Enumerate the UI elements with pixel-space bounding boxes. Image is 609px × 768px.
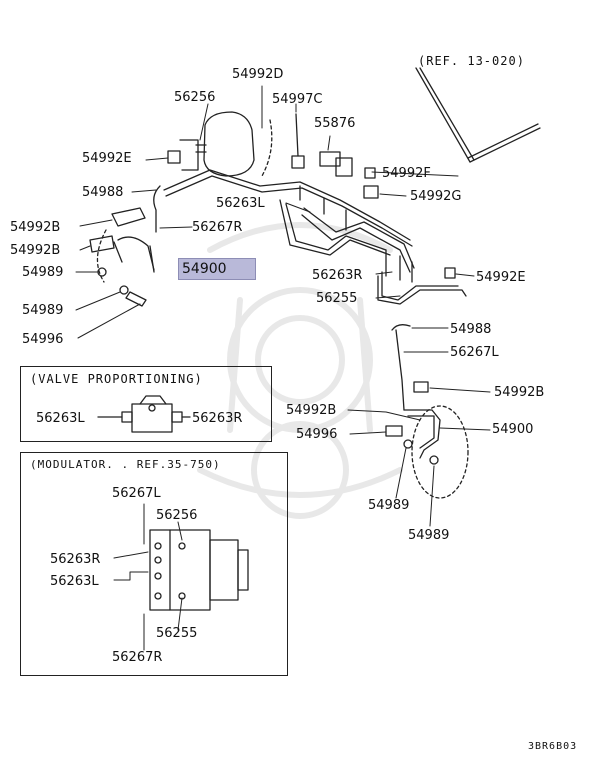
part-label-56263L-mod[interactable]: 56263L xyxy=(50,574,99,589)
leader-lines xyxy=(75,85,491,527)
ref-13-020-label: (REF. 13-020) xyxy=(418,54,525,68)
modulator-box xyxy=(20,452,288,676)
part-label-56267L-right[interactable]: 56267L xyxy=(450,345,499,360)
part-label-56255-mod[interactable]: 56255 xyxy=(156,626,198,641)
brake-reservoir xyxy=(179,111,273,177)
part-label-56263R-mod[interactable]: 56263R xyxy=(50,552,101,567)
ref-13-020-lines xyxy=(415,67,541,163)
top-fittings xyxy=(291,113,456,279)
part-label-54989-left1[interactable]: 54989 xyxy=(22,265,64,280)
part-label-54992B-mid[interactable]: 54992B xyxy=(286,403,337,418)
part-label-56267L-mod[interactable]: 56267L xyxy=(112,486,161,501)
figure-code: 3BR6B03 xyxy=(528,741,578,752)
part-label-55876[interactable]: 55876 xyxy=(314,116,356,131)
part-label-56267R-left[interactable]: 56267R xyxy=(192,220,243,235)
valve-proportioning-title: (VALVE PROPORTIONING) xyxy=(30,372,203,386)
part-label-54992B-left2[interactable]: 54992B xyxy=(10,243,61,258)
part-label-56263R-mid[interactable]: 56263R xyxy=(312,268,363,283)
part-label-54989-right2[interactable]: 54989 xyxy=(408,528,450,543)
part-label-56256-top[interactable]: 56256 xyxy=(174,90,216,105)
part-label-56263L-valve[interactable]: 56263L xyxy=(36,411,85,426)
part-label-54900-left[interactable]: 54900 xyxy=(182,261,227,277)
highlighted-part-54900 xyxy=(178,258,256,280)
part-label-56256-mod[interactable]: 56256 xyxy=(156,508,198,523)
part-label-54996-right[interactable]: 54996 xyxy=(296,427,338,442)
part-label-54989-right1[interactable]: 54989 xyxy=(368,498,410,513)
part-label-54992D[interactable]: 54992D xyxy=(232,67,284,82)
part-label-54992B-left1[interactable]: 54992B xyxy=(10,220,61,235)
part-label-54992E-right[interactable]: 54992E xyxy=(476,270,526,285)
modulator-title: (MODULATOR. . REF.35-750) xyxy=(30,458,221,471)
part-label-56263R-valve[interactable]: 56263R xyxy=(192,411,243,426)
part-label-56263L-mid[interactable]: 56263L xyxy=(216,196,265,211)
part-label-54992E-left[interactable]: 54992E xyxy=(82,151,132,166)
central-pipe-bundle xyxy=(279,185,467,305)
part-label-56267R-mod[interactable]: 56267R xyxy=(112,650,163,665)
part-label-54992F[interactable]: 54992F xyxy=(382,166,431,181)
part-label-54992G[interactable]: 54992G xyxy=(410,189,462,204)
watermark-emblem xyxy=(197,222,403,519)
part-label-54988-left[interactable]: 54988 xyxy=(82,185,124,200)
part-label-54996-left[interactable]: 54996 xyxy=(22,332,64,347)
part-label-56255-mid[interactable]: 56255 xyxy=(316,291,358,306)
right-rear-hose xyxy=(385,324,469,499)
left-pipes xyxy=(89,150,413,307)
valve-proportioning-drawing xyxy=(97,395,191,433)
modulator-drawing xyxy=(113,503,249,651)
part-label-54900-right[interactable]: 54900 xyxy=(492,422,534,437)
part-label-54992B-right[interactable]: 54992B xyxy=(494,385,545,400)
valve-proportioning-box xyxy=(20,366,272,442)
part-label-54988-right[interactable]: 54988 xyxy=(450,322,492,337)
part-label-54997C[interactable]: 54997C xyxy=(272,92,323,107)
part-label-54989-left2[interactable]: 54989 xyxy=(22,303,64,318)
